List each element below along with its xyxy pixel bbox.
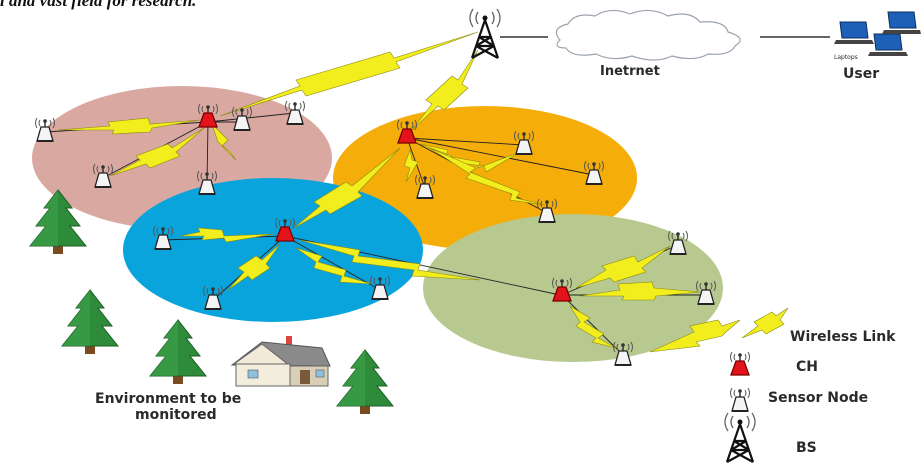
- user-label: User: [843, 66, 880, 82]
- cluster-green: [423, 214, 723, 362]
- wireless-links: [57, 31, 741, 353]
- lightning-icon: [211, 123, 237, 161]
- lightning-icon: [109, 127, 205, 177]
- laptop-icon: [868, 33, 908, 56]
- tree-icon: [336, 349, 394, 415]
- lightning-icon: [179, 227, 275, 243]
- lightning-icon: [57, 117, 201, 135]
- tree-icon: [61, 289, 119, 355]
- legend-ch-icon: [729, 351, 751, 376]
- lightning-icon: [403, 148, 419, 183]
- lightning-icon: [569, 305, 617, 349]
- lightning-icon: [299, 239, 481, 281]
- laptop-icon: [834, 21, 874, 44]
- lightning-icon: [575, 245, 671, 289]
- legend-bs-tower-icon: [723, 411, 757, 464]
- caption-fragment: l and vast field for research.: [0, 0, 197, 10]
- house-icon: [230, 336, 331, 387]
- lightning-icon: [293, 147, 401, 229]
- laptops-label: Laptops: [834, 54, 858, 61]
- environment-label-line1: Environment to be: [95, 391, 242, 407]
- environment-label-line2: monitored: [135, 407, 217, 423]
- legend-sensor-icon: [729, 387, 751, 412]
- cloud-icon: [555, 9, 741, 61]
- tree-icon: [149, 319, 207, 385]
- legend-wireless-link-label: Wireless Link: [790, 329, 896, 345]
- lightning-icon: [649, 319, 741, 353]
- legend-sensor-node-label: Sensor Node: [768, 390, 869, 406]
- laptop-icon: [882, 11, 921, 34]
- lightning-icon: [411, 49, 479, 131]
- lightning-icon: [579, 281, 701, 301]
- legend-lightning-icon: [741, 307, 789, 339]
- legend-ch-label: CH: [796, 359, 818, 375]
- lightning-icon: [219, 31, 479, 117]
- lightning-icon: [295, 247, 373, 285]
- internet-label: Inetrnet: [600, 64, 660, 79]
- legend-bs-label: BS: [796, 440, 817, 456]
- lightning-icon: [429, 147, 546, 206]
- lightning-icon: [227, 243, 281, 291]
